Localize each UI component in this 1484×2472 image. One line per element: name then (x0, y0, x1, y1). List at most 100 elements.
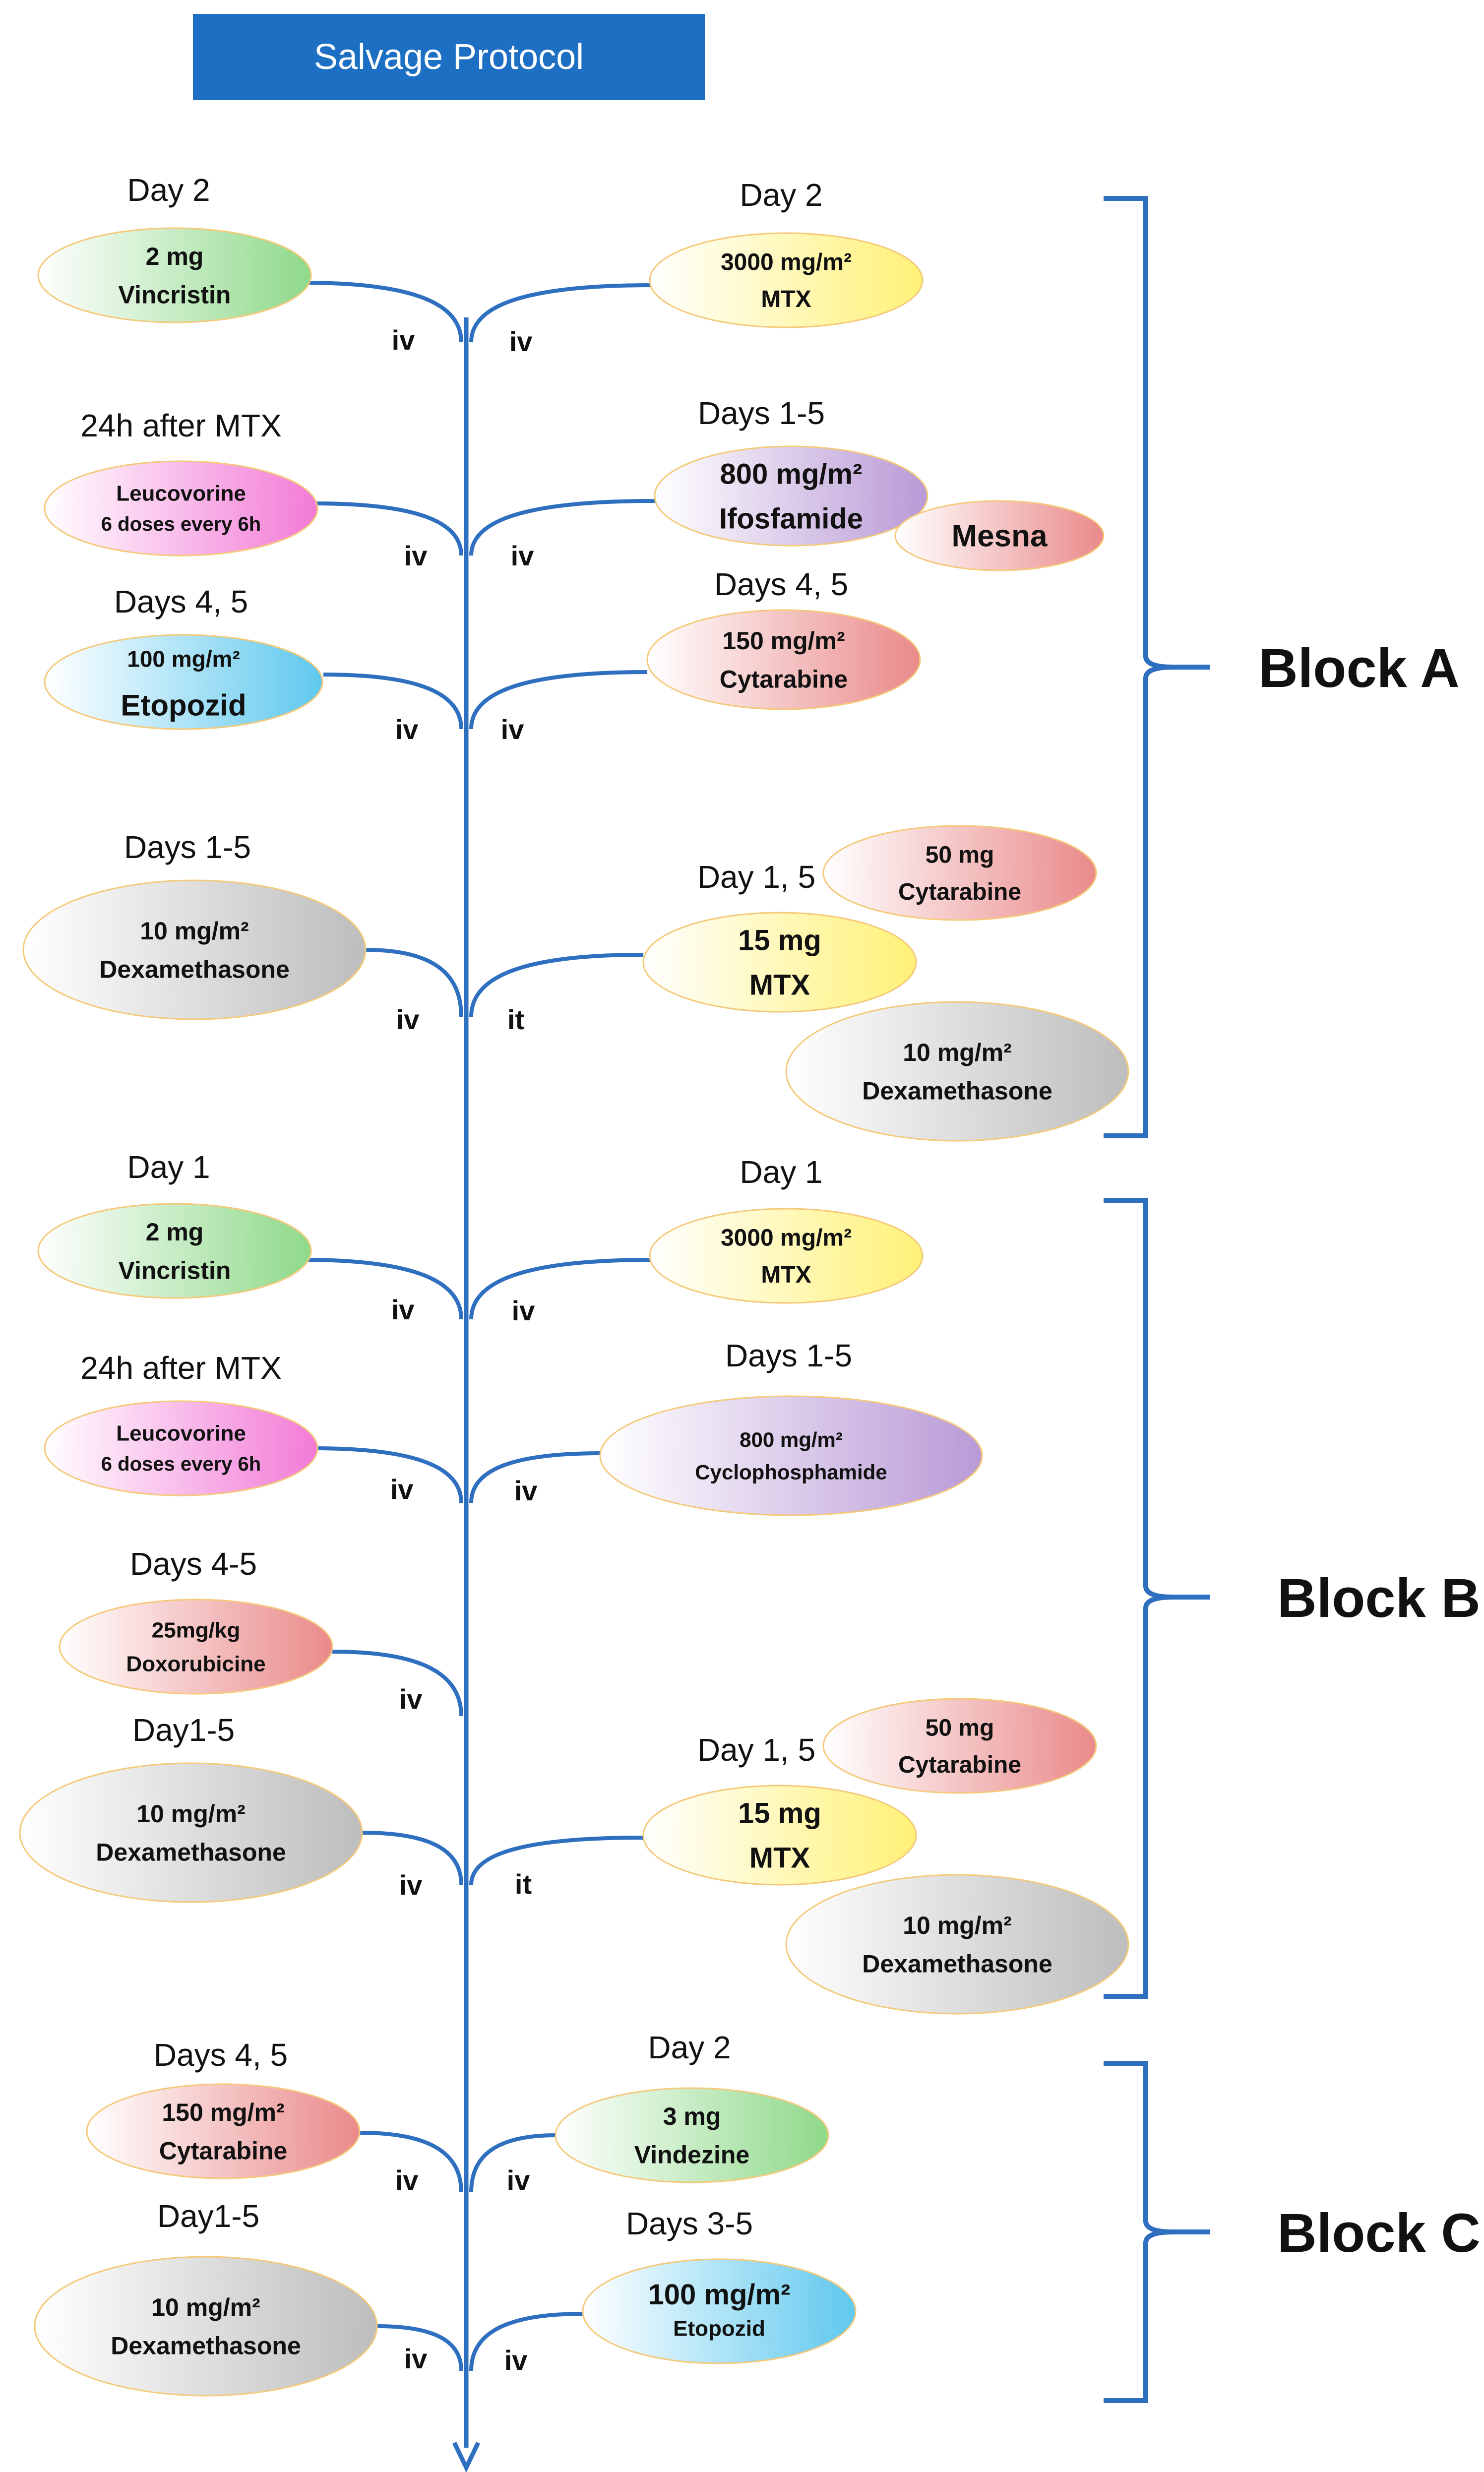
drug-name: Cyclophosphamide (695, 1460, 887, 1483)
drug-name: Cytarabine (898, 1752, 1021, 1778)
drug-name: Etopozid (673, 2317, 765, 2341)
drug-ellipse (44, 460, 318, 556)
day-header: Days 4-5 (130, 1546, 257, 1582)
drug-ellipse (822, 825, 1097, 921)
drug-name: Dexamethasone (111, 2332, 301, 2359)
drug-ellipse (22, 879, 367, 1020)
connector-line (469, 2312, 583, 2371)
drug-ellipse (44, 634, 323, 730)
route-label: iv (404, 2343, 428, 2374)
connector-line (469, 670, 648, 730)
drug-dose: 800 mg/m² (720, 458, 863, 490)
route-label: iv (396, 1004, 420, 1035)
route-label: iv (390, 1474, 414, 1505)
route-label: iv (501, 714, 524, 745)
connector-line (469, 2133, 557, 2193)
drug-name: MTX (749, 1842, 810, 1874)
block-bracket (1104, 2061, 1174, 2403)
drug-ellipse (785, 1001, 1129, 1142)
drug-ellipse (785, 1874, 1129, 2015)
drug-name: MTX (749, 969, 810, 1001)
connector-line (302, 1258, 463, 1320)
day-header: Days 3-5 (626, 2206, 753, 2241)
drug-node: 3000 mg/m² MTX Day 2 (649, 177, 924, 328)
route-label: iv (392, 324, 415, 356)
connector-line (365, 948, 463, 1017)
drug-dose: 15 mg (738, 924, 821, 956)
drug-name: Vincristin (119, 281, 231, 309)
drug-dose: 2 mg (146, 1218, 204, 1246)
day-header: Days 1-5 (124, 829, 251, 865)
block-label: Block C (1277, 2203, 1481, 2264)
drug-dose: 3000 mg/m² (721, 1225, 852, 1251)
drug-name: Dexamethasone (862, 1950, 1052, 1978)
drug-name: Dexamethasone (862, 1077, 1052, 1105)
drug-node: 10 mg/m² Dexamethasone (785, 1874, 1129, 2015)
connector-line (313, 1446, 463, 1503)
day-header: Day 1 (127, 1149, 210, 1185)
day-header: Days 4, 5 (114, 584, 248, 619)
drug-name: Cytarabine (159, 2137, 287, 2164)
connector-line (469, 499, 655, 556)
route-label: it (507, 1004, 524, 1035)
drug-dose: 15 mg (738, 1797, 821, 1829)
day-header: Day 2 (740, 177, 822, 213)
connector-line (362, 1831, 463, 1885)
drug-dose: 10 mg/m² (136, 1800, 246, 1828)
drug-name: MTX (761, 286, 811, 312)
day-header: Day 2 (648, 2030, 731, 2065)
drug-dose: 10 mg/m² (903, 1912, 1012, 1939)
route-label: iv (514, 1475, 538, 1506)
page-title: Salvage Protocol (313, 37, 584, 77)
route-label: iv (399, 1683, 423, 1715)
drug-name: Ifosfamide (719, 502, 863, 535)
drug-dose: 3000 mg/m² (721, 249, 852, 276)
route-label: iv (511, 540, 534, 571)
drug-dose: 2 mg (146, 243, 204, 270)
drug-ellipse (44, 1400, 318, 1496)
drug-ellipse (37, 1203, 312, 1299)
day-header: Day 1, 5 (697, 859, 815, 895)
drug-dose: 150 mg/m² (162, 2099, 284, 2126)
drug-ellipse (599, 1395, 983, 1516)
drug-ellipse (37, 227, 312, 323)
drug-ellipse (19, 1762, 363, 1903)
connector-line (376, 2324, 463, 2371)
route-label: iv (504, 2345, 528, 2376)
drug-dose: 100 mg/m² (127, 646, 240, 672)
drug-ellipse (649, 1208, 924, 1304)
drug-ellipse (555, 2087, 829, 2183)
route-label: iv (509, 326, 533, 357)
drug-dose: 10 mg/m² (140, 917, 249, 945)
drug-ellipse (894, 500, 1105, 571)
drug-name: Vindezine (634, 2141, 749, 2168)
route-label: iv (512, 1295, 535, 1326)
day-header: Day1-5 (132, 1712, 235, 1748)
arrow-head (452, 2442, 481, 2472)
drug-ellipse (654, 445, 928, 547)
drug-dose: 150 mg/m² (722, 627, 845, 655)
drug-ellipse (86, 2083, 361, 2179)
connector-line (302, 281, 463, 343)
connector-line (323, 673, 463, 730)
drug-dose: Leucovorine (116, 481, 246, 505)
route-label: iv (399, 1869, 423, 1901)
drug-ellipse (822, 1698, 1097, 1794)
day-header: 24h after MTX (80, 408, 282, 443)
route-label: iv (507, 2164, 530, 2196)
drug-name: MTX (761, 1262, 811, 1288)
